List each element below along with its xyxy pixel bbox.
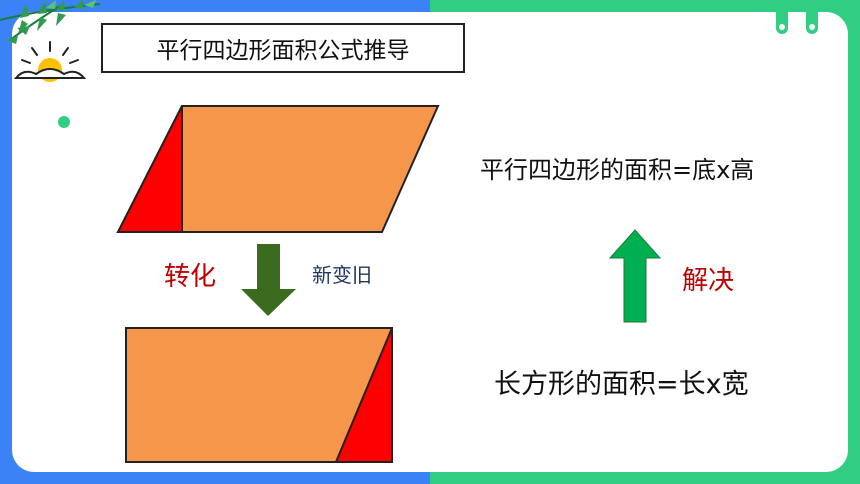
moved-triangle <box>334 327 393 463</box>
new-old-label: 新变旧 <box>312 263 372 287</box>
up-arrow-icon <box>608 229 662 323</box>
palm-leaves-icon <box>0 0 101 44</box>
down-arrow-icon <box>241 244 296 316</box>
solve-label: 解决 <box>682 266 735 296</box>
binder-pin-icon <box>806 6 818 34</box>
cut-triangle <box>116 105 183 233</box>
parallelogram-area-formula: 平行四边形的面积=底x高 <box>480 156 755 184</box>
slide-title: 平行四边形面积公式推导 <box>101 23 465 73</box>
binder-pin-icon <box>776 6 788 34</box>
decor-dot <box>58 116 70 128</box>
sun-icon <box>13 41 87 82</box>
transform-label: 转化 <box>164 262 217 292</box>
rectangle-area-formula: 长方形的面积=长x宽 <box>494 369 749 400</box>
